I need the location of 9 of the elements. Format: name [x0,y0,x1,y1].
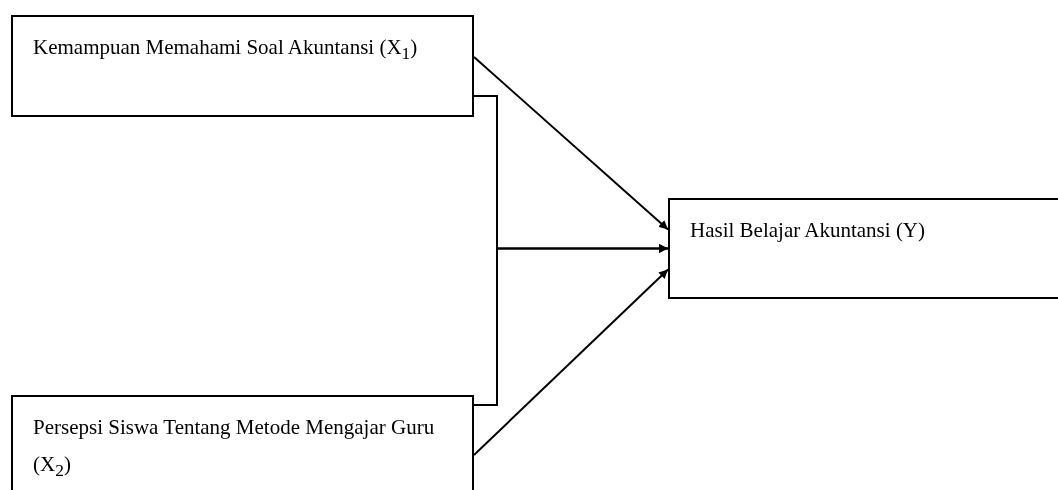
arrow [473,268,669,456]
variable-label: Hasil Belajar Akuntansi (Y) [690,218,926,242]
variable-label: Persepsi Siswa Tentang Metode Mengajar Guru (X$_{2}$) [33,415,435,476]
arrow [473,244,669,406]
variable-box [11,395,474,490]
variable-label: Kemampuan Memahami Soal Akuntansi (X$_{1}$) [33,35,418,59]
variable-box [668,198,1058,299]
variable-box [11,15,474,117]
arrow [473,56,669,231]
